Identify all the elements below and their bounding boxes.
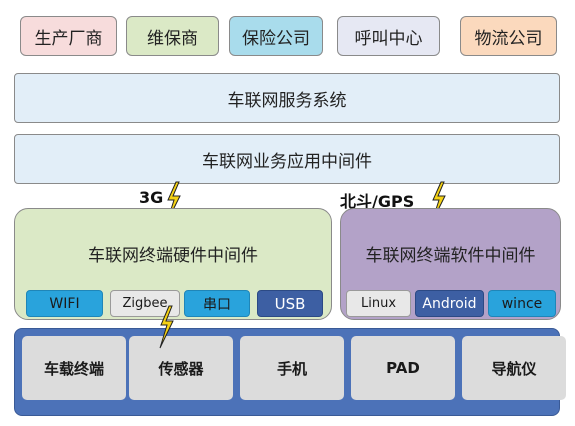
service-system-layer: 车联网服务系统 (14, 73, 560, 123)
hardware-middleware-title: 车联网终端硬件中间件 (88, 246, 258, 266)
app-middleware-layer: 车联网业务应用中间件 (14, 134, 560, 184)
module-usb: USB (257, 290, 323, 317)
module-wince: wince (488, 290, 556, 317)
software-middleware-title: 车联网终端软件中间件 (365, 246, 536, 266)
stakeholder-call-center: 呼叫中心 (337, 16, 440, 56)
device-vehicle-terminal: 车载终端 (22, 336, 126, 400)
module-serial-port: 串口 (184, 290, 250, 317)
device-pad: PAD (351, 336, 455, 400)
device-sensor: 传感器 (129, 336, 233, 400)
module-android: Android (415, 290, 484, 317)
connection-gps-label: 北斗/GPS (340, 192, 415, 211)
device-phone: 手机 (240, 336, 344, 400)
module-wifi: WIFI (26, 290, 103, 317)
stakeholder-maintenance: 维保商 (126, 16, 219, 56)
stakeholder-insurance: 保险公司 (229, 16, 323, 56)
device-navigator: 导航仪 (462, 336, 566, 400)
stakeholder-logistics: 物流公司 (460, 16, 557, 56)
connection-3g-label: 3G (139, 188, 164, 207)
module-linux: Linux (346, 290, 411, 317)
stakeholder-manufacturer: 生产厂商 (20, 16, 117, 56)
module-zigbee: Zigbee (110, 290, 180, 317)
wireless-link-icon (159, 305, 174, 349)
